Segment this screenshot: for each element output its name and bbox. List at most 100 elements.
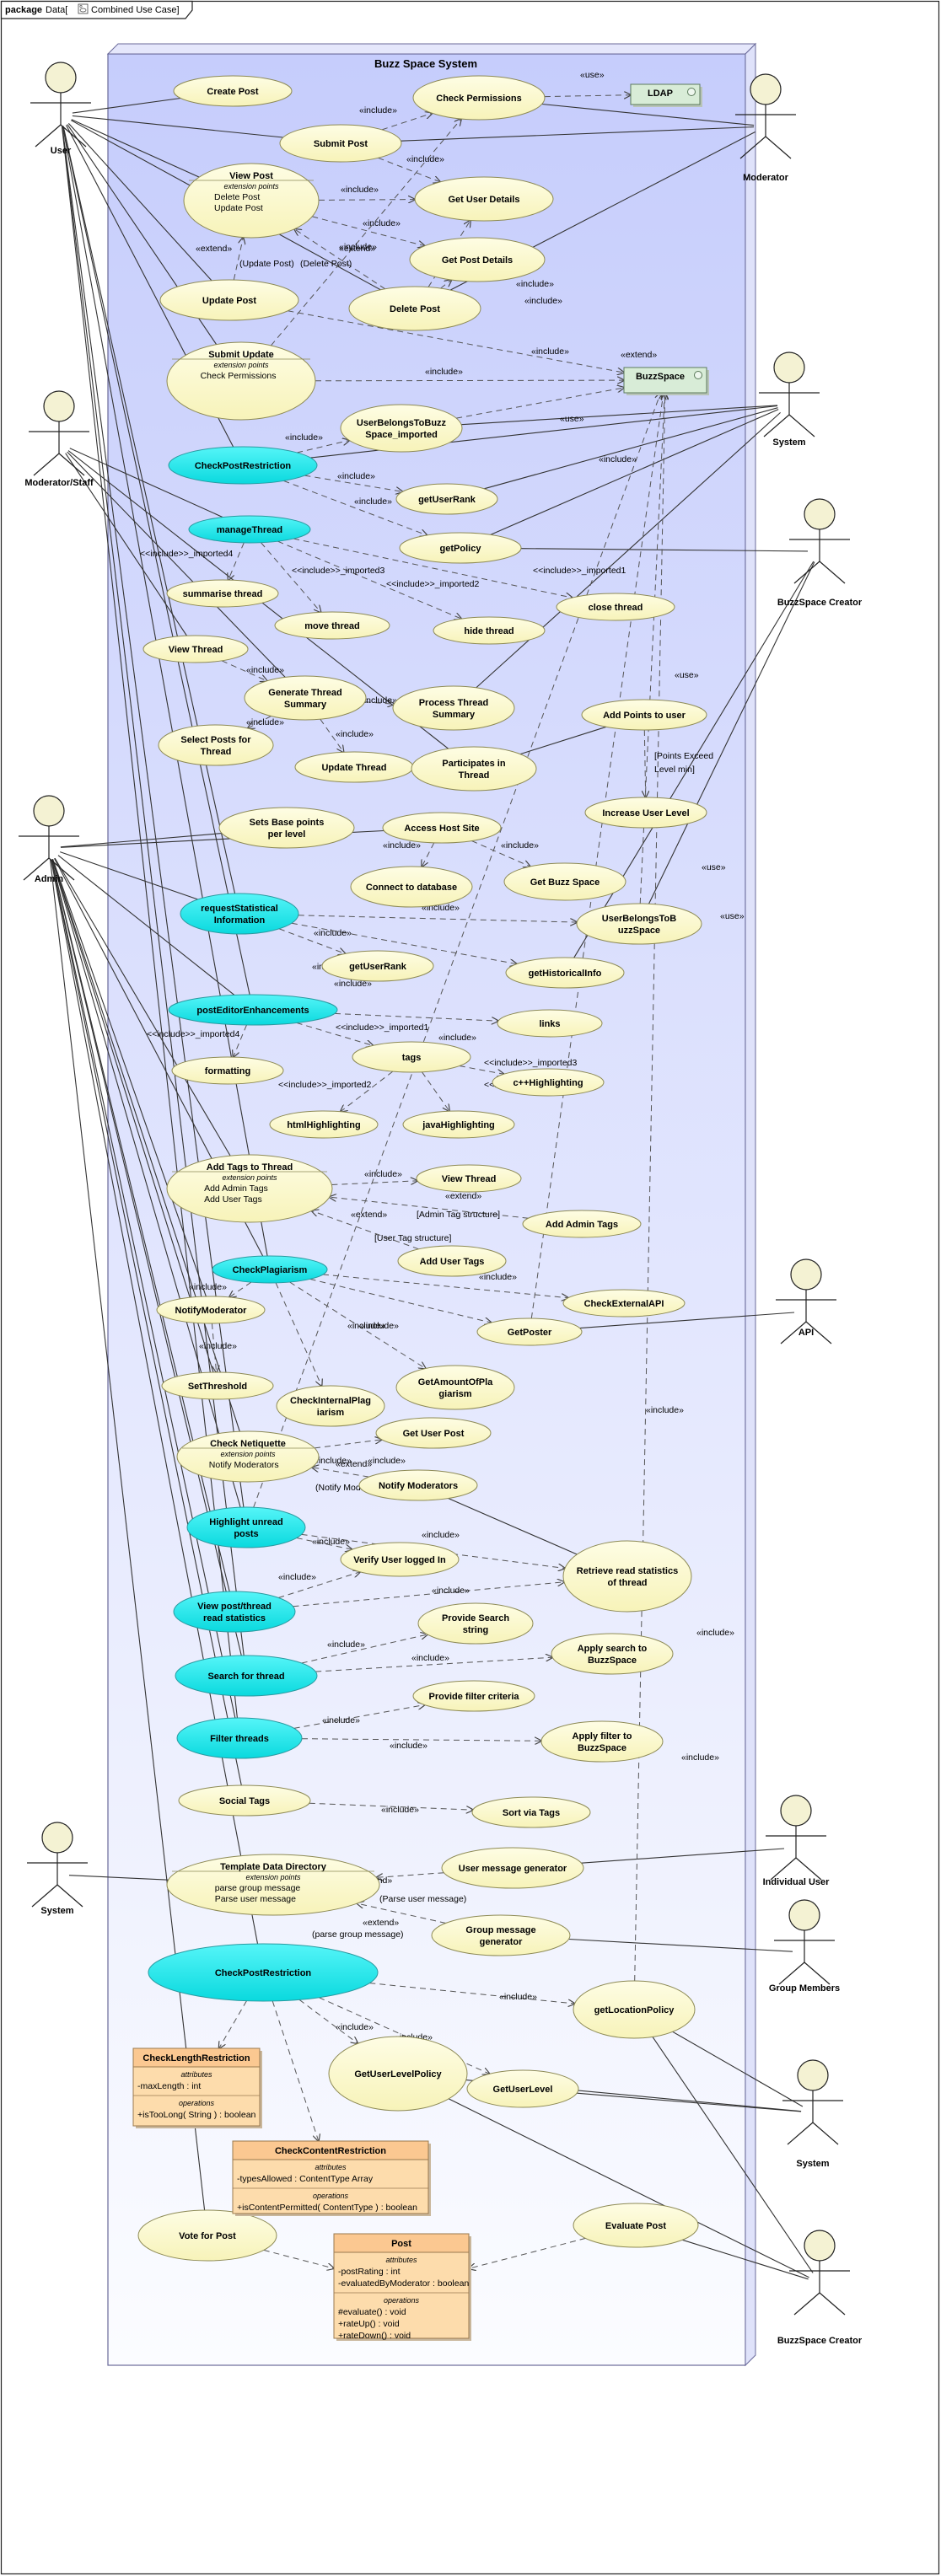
use-case-ellipse[interactable]: [411, 746, 537, 792]
use-case-formatting[interactable]: formatting: [171, 1056, 284, 1085]
use-case-ellipse[interactable]: [471, 1796, 591, 1828]
use-case-ellipse[interactable]: [175, 1655, 318, 1697]
use-case-managethread[interactable]: manageThread: [188, 515, 311, 544]
use-case-ellipse[interactable]: [397, 1245, 507, 1277]
use-case-ellipse[interactable]: [166, 579, 279, 608]
use-case-javahl[interactable]: javaHighlighting: [402, 1110, 515, 1139]
actor-modstaff[interactable]: Moderator/Staff: [24, 390, 94, 488]
use-case-verifyuser[interactable]: Verify User logged In: [340, 1542, 460, 1577]
use-case-ellipse[interactable]: [340, 404, 463, 453]
use-case-ellipse[interactable]: [556, 593, 675, 621]
use-case-ellipse[interactable]: [505, 957, 625, 989]
use-case-ellipse[interactable]: [466, 2069, 579, 2108]
use-case-ellipse[interactable]: [492, 1068, 605, 1097]
use-case-getlocpolicy[interactable]: getLocationPolicy: [573, 1980, 696, 2039]
use-case-ellipse[interactable]: [395, 483, 498, 515]
use-case-ellipse[interactable]: [573, 1980, 696, 2039]
external-system-buzzspace[interactable]: BuzzSpace: [623, 367, 709, 395]
use-case-ellipse[interactable]: [148, 1943, 379, 2002]
use-case-ellipse[interactable]: [328, 2036, 468, 2112]
use-case-ellipse[interactable]: [142, 635, 249, 663]
use-case-getuserlevpol[interactable]: GetUserLevelPolicy: [328, 2036, 468, 2112]
use-case-ellipse[interactable]: [433, 616, 546, 645]
use-case-checkpostrestr2[interactable]: CheckPostRestriction: [148, 1943, 379, 2002]
actor-moderator[interactable]: Moderator: [735, 73, 796, 183]
use-case-setthreshold[interactable]: SetThreshold: [161, 1371, 274, 1400]
use-case-createpost[interactable]: Create Post: [173, 75, 293, 107]
use-case-ellipse[interactable]: [417, 1602, 534, 1645]
use-case-accesshost[interactable]: Access Host Site: [382, 812, 502, 844]
use-case-ellipse[interactable]: [176, 1717, 303, 1759]
use-case-ellipse[interactable]: [212, 1255, 328, 1284]
use-case-summarisethread[interactable]: summarise thread: [166, 579, 279, 608]
class-ccr[interactable]: CheckContentRestrictionattributes-typesA…: [232, 2140, 431, 2216]
use-case-getposter[interactable]: GetPoster: [476, 1318, 583, 1346]
use-case-cpphl[interactable]: c++Highlighting: [492, 1068, 605, 1097]
use-case-ellipse[interactable]: [382, 812, 502, 844]
use-case-viewthread2[interactable]: View Thread: [416, 1164, 522, 1193]
use-case-ellipse[interactable]: [156, 1296, 266, 1324]
use-case-ellipse[interactable]: [276, 1385, 385, 1427]
use-case-getuserpost[interactable]: Get User Post: [375, 1417, 492, 1449]
use-case-ellipse[interactable]: [402, 1110, 515, 1139]
use-case-ellipse[interactable]: [168, 994, 338, 1026]
use-case-getpolicy[interactable]: getPolicy: [399, 532, 522, 564]
use-case-ellipse[interactable]: [340, 1542, 460, 1577]
use-case-ellipse[interactable]: [173, 1591, 296, 1633]
use-case-checkextapi[interactable]: CheckExternalAPI: [562, 1289, 686, 1318]
use-case-ellipse[interactable]: [562, 1289, 686, 1318]
actor-api[interactable]: API: [776, 1258, 836, 1344]
use-case-ellipse[interactable]: [581, 699, 707, 731]
actor-groupmem[interactable]: Group Members: [769, 1899, 840, 1994]
actor-creator1[interactable]: BuzzSpace Creator: [777, 498, 863, 608]
use-case-hidethread[interactable]: hide thread: [433, 616, 546, 645]
use-case-ellipse[interactable]: [416, 1164, 522, 1193]
use-case-deletepost[interactable]: Delete Post: [348, 286, 481, 331]
use-case-ellipse[interactable]: [186, 1506, 306, 1548]
use-case-ellipse[interactable]: [159, 279, 299, 321]
use-case-getuserrank2[interactable]: getUserRank: [321, 950, 434, 982]
use-case-voteforpost[interactable]: Vote for Post: [137, 2209, 277, 2262]
use-case-submitpost[interactable]: Submit Post: [279, 124, 402, 163]
use-case-ellipse[interactable]: [503, 862, 626, 901]
use-case-usermsggen[interactable]: User message generator: [441, 1847, 584, 1889]
use-case-ellipse[interactable]: [412, 1680, 535, 1712]
use-case-ellipse[interactable]: [176, 1430, 320, 1483]
actor-system2[interactable]: System: [27, 1822, 88, 1916]
use-case-evaluatepost[interactable]: Evaluate Post: [573, 2203, 699, 2248]
use-case-getuserdetails[interactable]: Get User Details: [414, 176, 554, 222]
use-case-notifymods[interactable]: Notify Moderators: [358, 1469, 478, 1501]
use-case-getbuzzspace[interactable]: Get Buzz Space: [503, 862, 626, 901]
use-case-ellipse[interactable]: [171, 1056, 284, 1085]
use-case-ellipse[interactable]: [412, 75, 546, 121]
use-case-checkplag[interactable]: CheckPlagiarism: [212, 1255, 328, 1284]
use-case-ellipse[interactable]: [375, 1417, 492, 1449]
use-case-ellipse[interactable]: [573, 2203, 699, 2248]
use-case-ellipse[interactable]: [395, 1365, 515, 1410]
external-system-ldap[interactable]: LDAP: [630, 83, 702, 107]
use-case-ellipse[interactable]: [584, 797, 707, 829]
use-case-closethread[interactable]: close thread: [556, 593, 675, 621]
use-case-links[interactable]: links: [497, 1009, 603, 1038]
use-case-ellipse[interactable]: [178, 1784, 311, 1817]
use-case-ellipse[interactable]: [392, 685, 515, 731]
use-case-htmlhl[interactable]: htmlHighlighting: [269, 1110, 379, 1139]
use-case-ellipse[interactable]: [168, 446, 318, 485]
use-case-posteditor[interactable]: postEditorEnhancements: [168, 994, 338, 1026]
class-clr[interactable]: CheckLengthRestrictionattributes-maxLeng…: [132, 2047, 262, 2128]
use-case-ellipse[interactable]: [180, 893, 299, 935]
use-case-socialtags[interactable]: Social Tags: [178, 1784, 311, 1817]
use-case-ellipse[interactable]: [562, 1540, 692, 1613]
